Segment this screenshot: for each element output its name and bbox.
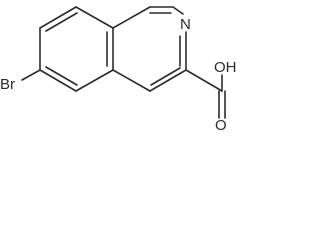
bromine-label: Br	[0, 76, 15, 93]
bond-c5-c4a	[39, 69, 77, 92]
bond-c1-n	[172, 6, 184, 15]
double-bond-inner-c5-c4a	[45, 66, 78, 86]
double-bond-inner-c3-c4	[150, 67, 181, 86]
bond-c4-c3	[112, 69, 151, 92]
bond-c6-br	[21, 69, 41, 81]
hydroxyl-label: OH	[214, 59, 237, 76]
molecule-structure: N Br OH O	[0, 6, 237, 132]
bond-c7-c6	[39, 6, 77, 29]
nitrogen-label: N	[180, 16, 191, 33]
double-bond-inner-c7-c6	[45, 12, 78, 32]
bond-c8a-c8	[112, 6, 151, 29]
structure-canvas: N Br OH O	[0, 0, 274, 132]
bond-c3-c4	[149, 69, 187, 92]
carbonyl-oxygen-label: O	[215, 117, 227, 132]
bond-c8-c7	[75, 6, 114, 29]
bond-c3-cooh	[185, 69, 223, 92]
bond-c4a-c4	[75, 69, 114, 92]
